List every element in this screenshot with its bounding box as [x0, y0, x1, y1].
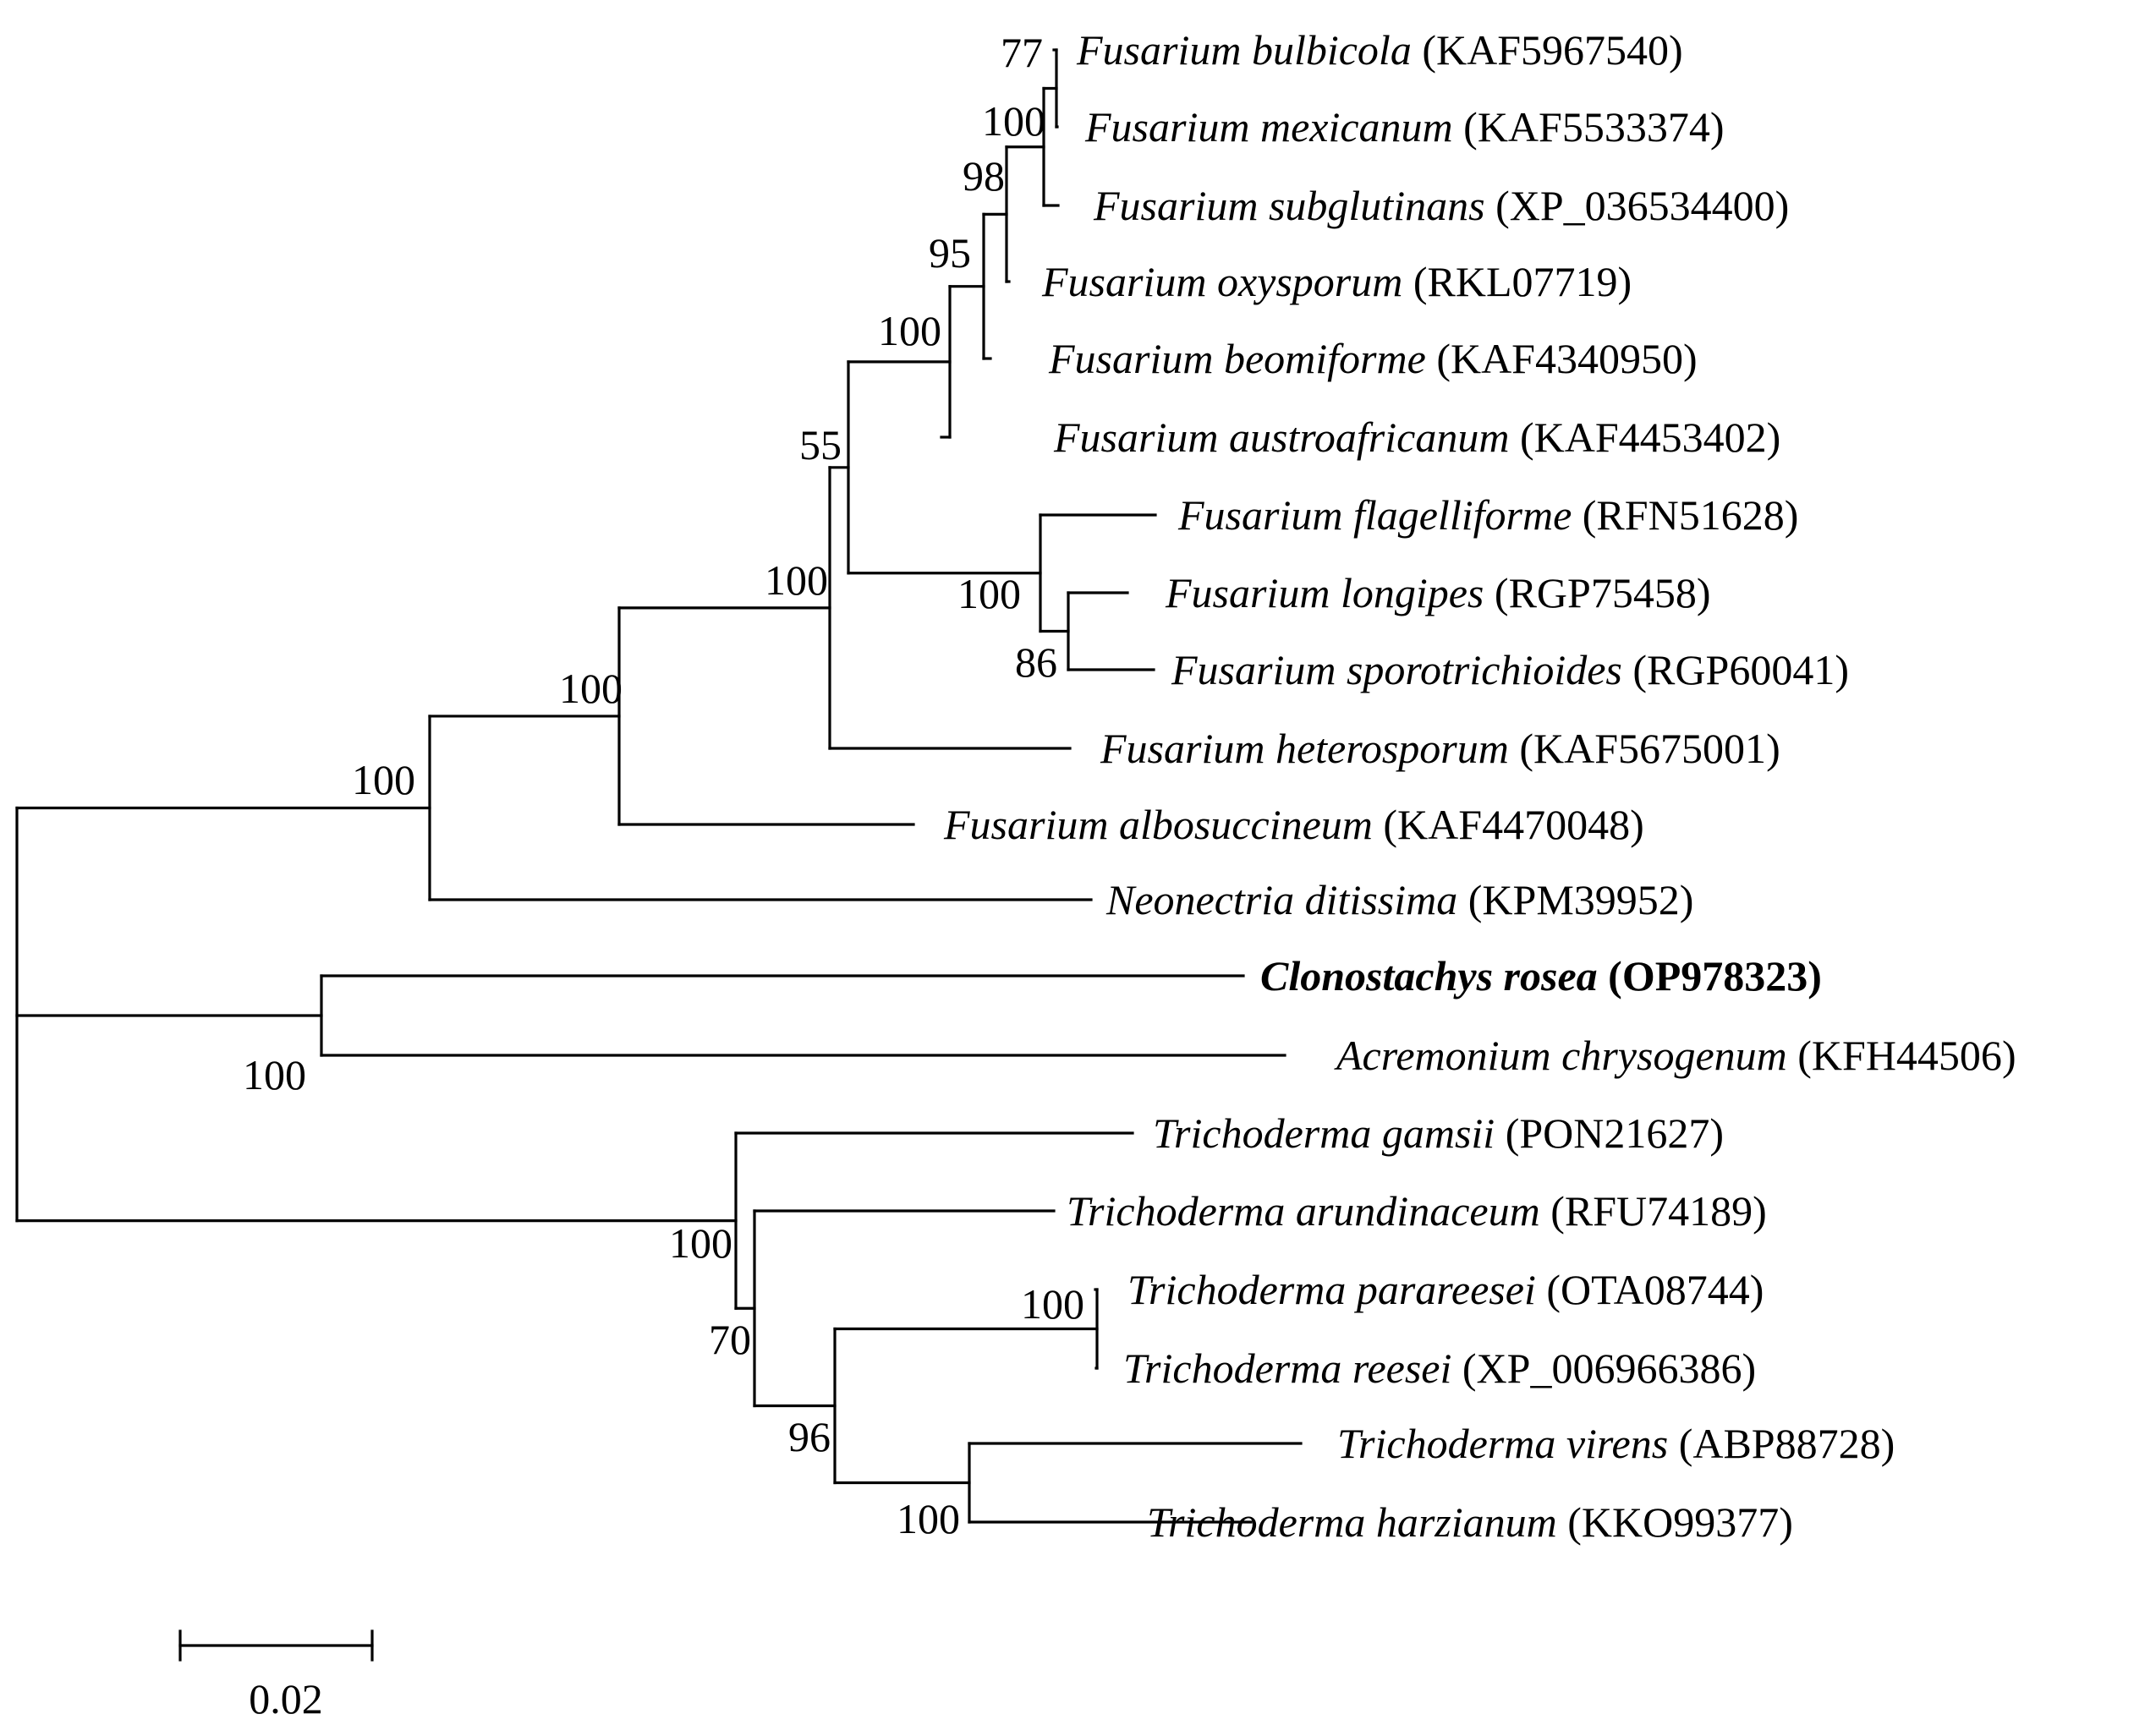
bootstrap-label: 96 [788, 1413, 831, 1460]
taxon-label: Trichoderma reesei (XP_006966386) [1123, 1344, 1756, 1392]
bootstrap-label: 100 [878, 307, 941, 354]
taxon-label: Trichoderma virens (ABP88728) [1337, 1420, 1895, 1467]
species-name: Trichoderma gamsii [1153, 1109, 1495, 1157]
species-name: Trichoderma virens [1337, 1420, 1668, 1467]
taxon-labels: Fusarium bulbicola (KAF5967540)Fusarium … [943, 26, 2016, 1546]
bootstrap-label: 55 [799, 421, 842, 468]
accession-number: RFU74189 [1565, 1187, 1753, 1235]
taxon-label: Trichoderma arundinaceum (RFU74189) [1067, 1187, 1767, 1235]
taxon-label: Fusarium oxysporum (RKL07719) [1041, 258, 1632, 305]
accession-number: OTA08744 [1561, 1266, 1750, 1313]
bootstrap-label: 100 [243, 1051, 306, 1098]
scale-bar: 0.02 [178, 1629, 374, 1722]
species-name: Fusarium subglutinans [1093, 182, 1485, 229]
bootstrap-label: 100 [1021, 1280, 1084, 1328]
taxon-label: Fusarium albosuccineum (KAF4470048) [943, 801, 1644, 848]
bootstrap-label: 100 [669, 1219, 732, 1267]
bootstrap-label: 100 [765, 556, 828, 604]
accession-number: KAF4470048 [1397, 801, 1630, 848]
taxon-label: Fusarium austroafricanum (KAF4453402) [1053, 413, 1780, 461]
tree-branches [15, 48, 1303, 1524]
bootstrap-label: 95 [929, 229, 971, 277]
taxon-label: Fusarium bulbicola (KAF5967540) [1076, 26, 1683, 74]
species-name: Fusarium beomiforme [1048, 335, 1426, 382]
accession-number: KFH44506 [1812, 1032, 2002, 1079]
species-name: Trichoderma harzianum [1147, 1498, 1557, 1546]
species-name: Fusarium flagelliforme [1177, 491, 1572, 539]
taxon-label: Fusarium beomiforme (KAF4340950) [1048, 335, 1698, 382]
taxon-label: Acremonium chrysogenum (KFH44506) [1334, 1032, 2016, 1079]
taxon-label: Fusarium mexicanum (KAF5533374) [1084, 103, 1725, 151]
accession-number: KAF4453402 [1534, 413, 1767, 461]
taxon-label: Neonectria ditissima (KPM39952) [1105, 876, 1693, 923]
taxon-label: Fusarium subglutinans (XP_036534400) [1093, 182, 1789, 229]
species-name: Clonostachys rosea [1260, 952, 1598, 999]
accession-number: KAF5675001 [1533, 725, 1766, 772]
taxon-label: Fusarium sporotrichioides (RGP60041) [1171, 646, 1849, 693]
species-name: Fusarium albosuccineum [943, 801, 1373, 848]
bootstrap-values: 77 100 98 95 100 55 100 86 100 100 100 100 100 100 70 9… [243, 29, 1084, 1542]
accession-number: RGP75458 [1509, 569, 1697, 616]
species-name: Trichoderma arundinaceum [1067, 1187, 1540, 1235]
bootstrap-label: 77 [1001, 29, 1043, 76]
bootstrap-label: 100 [352, 756, 415, 803]
accession-number: KPM39952 [1482, 876, 1679, 923]
bootstrap-label: 100 [957, 570, 1021, 617]
bootstrap-label: 86 [1015, 638, 1057, 686]
taxon-label: Fusarium longipes (RGP75458) [1165, 569, 1710, 616]
accession-number: XP_006966386 [1477, 1344, 1742, 1392]
species-name: Fusarium heterosporum [1100, 725, 1509, 772]
taxon-label-highlighted: Clonostachys rosea (OP978323) [1260, 952, 1822, 999]
accession-number: RKL07719 [1428, 258, 1618, 305]
accession-number: ABP88728 [1692, 1420, 1880, 1467]
accession-number: KAF5967540 [1436, 26, 1669, 74]
bootstrap-label: 98 [963, 152, 1005, 200]
accession-number: XP_036534400 [1510, 182, 1775, 229]
scale-bar-label: 0.02 [249, 1675, 323, 1722]
species-name: Trichoderma parareesei [1127, 1266, 1536, 1313]
bootstrap-label: 100 [982, 97, 1045, 145]
bootstrap-label: 100 [559, 665, 623, 712]
bootstrap-label: 70 [709, 1316, 751, 1363]
species-name: Fusarium bulbicola [1076, 26, 1412, 74]
species-name: Fusarium longipes [1165, 569, 1484, 616]
taxon-label: Trichoderma harzianum (KKO99377) [1147, 1498, 1793, 1546]
species-name: Fusarium austroafricanum [1053, 413, 1509, 461]
species-name: Trichoderma reesei [1123, 1344, 1451, 1392]
taxon-label: Fusarium heterosporum (KAF5675001) [1100, 725, 1780, 772]
bootstrap-label: 100 [897, 1495, 960, 1542]
accession-number: KAF5533374 [1478, 103, 1710, 151]
taxon-label: Fusarium flagelliforme (RFN51628) [1177, 491, 1798, 539]
accession-number: KAF4340950 [1451, 335, 1683, 382]
species-name: Acremonium chrysogenum [1334, 1032, 1787, 1079]
taxon-label: Trichoderma parareesei (OTA08744) [1127, 1266, 1764, 1313]
species-name: Fusarium sporotrichioides [1171, 646, 1622, 693]
taxon-label: Trichoderma gamsii (PON21627) [1153, 1109, 1724, 1157]
accession-number: PON21627 [1519, 1109, 1709, 1157]
accession-number: RGP60041 [1647, 646, 1835, 693]
accession-number: OP978323 [1622, 952, 1808, 999]
accession-number: KKO99377 [1582, 1498, 1779, 1546]
species-name: Fusarium oxysporum [1041, 258, 1402, 305]
accession-number: RFN51628 [1596, 491, 1784, 539]
species-name: Fusarium mexicanum [1084, 103, 1453, 151]
species-name: Neonectria ditissima [1105, 876, 1457, 923]
